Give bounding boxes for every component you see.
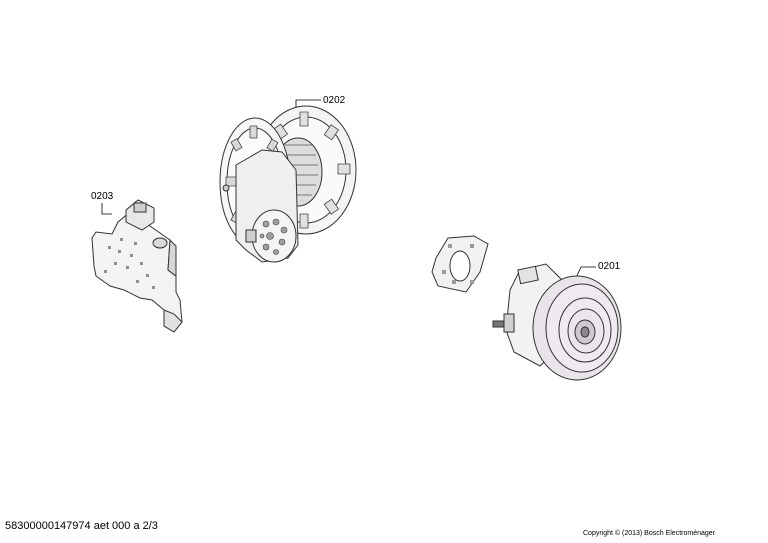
bracket-side-flange [168, 240, 176, 276]
bracket-boss [153, 238, 167, 248]
motor-fan-ring-1 [559, 298, 611, 362]
part-label-0201: 0201 [598, 261, 621, 272]
motor-part-0201 [493, 264, 621, 380]
document-id: 58300000147974 aet 000 a 2/3 [5, 520, 158, 532]
reel-bracket-tab [246, 230, 256, 242]
cable-reel-part-0202 [220, 106, 356, 262]
clip-slots [442, 244, 474, 284]
bracket-bottom-tab [164, 310, 182, 332]
clip-opening [450, 251, 470, 281]
reel-bracket-plate [252, 210, 296, 262]
part-label-0203: 0203 [91, 191, 114, 202]
reel-bracket-holes [260, 219, 287, 255]
motor-bracket [504, 314, 514, 332]
motor-fan-hub-center [581, 327, 589, 337]
reel-pin [223, 185, 229, 191]
motor-mount-clip [432, 236, 488, 292]
bracket-connector [126, 200, 154, 230]
bracket-connector-cap [134, 203, 146, 212]
leader-line-0203 [102, 203, 112, 214]
bracket-part-0203 [92, 200, 182, 332]
motor-terminal-block [518, 266, 539, 283]
part-label-0202: 0202 [323, 95, 346, 106]
copyright-notice: Copyright © (2013) Bosch Electroménager [583, 530, 715, 537]
bracket-holes [104, 238, 155, 289]
